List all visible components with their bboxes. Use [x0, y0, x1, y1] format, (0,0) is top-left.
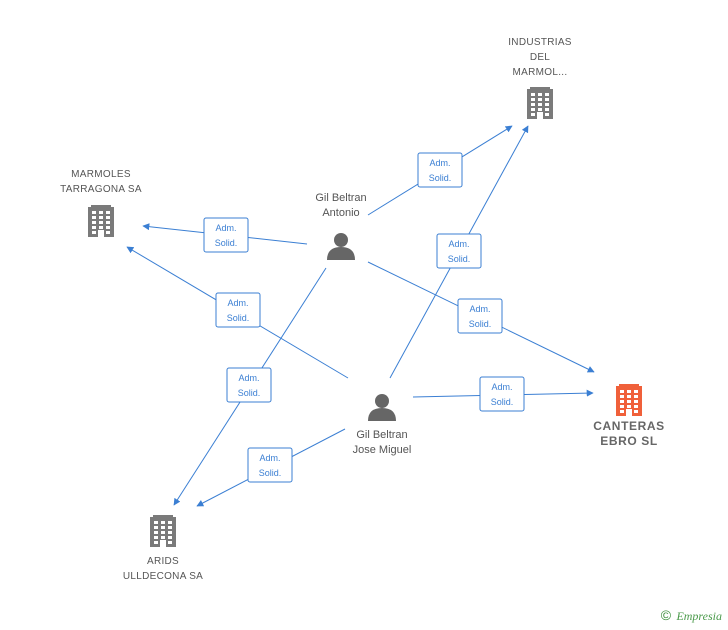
node-label-marmoles: TARRAGONA SA	[60, 184, 142, 195]
edge-josemiguel-to-marmoles: Adm. Solid.	[126, 246, 349, 379]
node-industrias[interactable]: INDUSTRIAS DEL MARMOL...	[508, 37, 572, 119]
role-badge-text: Solid.	[215, 238, 238, 248]
node-label-canteras: CANTERAS	[593, 419, 664, 433]
edges-layer: Adm. Solid. Adm. Solid. Adm. Solid. Adm. Solid.…	[126, 125, 595, 507]
role-badge-text: Solid.	[469, 319, 492, 329]
role-badge-box	[457, 298, 503, 334]
edge-antonio-to-canteras: Adm. Solid.	[367, 261, 595, 373]
edge-josemiguel-to-industrias: Adm. Solid.	[389, 125, 529, 379]
node-label-marmoles: MARMOLES	[71, 169, 131, 180]
node-label-antonio: Gil Beltran	[315, 192, 366, 204]
role-badge[interactable]: Adm. Solid.	[203, 217, 249, 253]
role-badge-box	[226, 367, 272, 403]
role-badge-text: Adm.	[227, 298, 248, 308]
brand-logo[interactable]: Empresia	[676, 609, 722, 623]
role-badge-text: Solid.	[238, 388, 261, 398]
building-icon	[150, 515, 176, 547]
building-icon	[527, 87, 553, 119]
copyright-icon: ©	[660, 607, 672, 623]
role-badge-box	[436, 233, 482, 269]
building-icon	[88, 205, 114, 237]
person-icon	[327, 233, 355, 260]
role-badge-text: Adm.	[429, 158, 450, 168]
node-label-arids: ARIDS	[147, 556, 179, 567]
role-badge-box	[203, 217, 249, 253]
node-label-industrias: DEL	[530, 52, 550, 63]
node-label-industrias: INDUSTRIAS	[508, 37, 572, 48]
role-badge-text: Solid.	[491, 397, 514, 407]
node-arids[interactable]: ARIDS ULLDECONA SA	[123, 515, 203, 582]
role-badge[interactable]: Adm. Solid.	[436, 233, 482, 269]
node-label-canteras: EBRO SL	[600, 434, 658, 448]
building-icon	[616, 384, 642, 416]
nodes-layer: INDUSTRIAS DEL MARMOL... MARMOLES TARRAGONA …	[60, 37, 664, 582]
role-badge-text: Adm.	[238, 373, 259, 383]
role-badge[interactable]: Adm. Solid.	[226, 367, 272, 403]
role-badge[interactable]: Adm. Solid.	[417, 152, 463, 188]
edge-josemiguel-to-canteras: Adm. Solid.	[412, 376, 594, 412]
node-label-arids: ULLDECONA SA	[123, 571, 203, 582]
role-badge-text: Adm.	[491, 382, 512, 392]
role-badge-text: Solid.	[259, 468, 282, 478]
copyright: © Empresia	[661, 607, 722, 624]
role-badge-text: Solid.	[429, 173, 452, 183]
edge-antonio-to-industrias: Adm. Solid.	[367, 125, 513, 216]
node-label-industrias: MARMOL...	[513, 67, 568, 78]
node-label-josemiguel: Jose Miguel	[353, 444, 412, 456]
role-badge-box	[417, 152, 463, 188]
role-badge-box	[247, 447, 293, 483]
edge-antonio-to-marmoles: Adm. Solid.	[142, 217, 308, 253]
node-marmoles[interactable]: MARMOLES TARRAGONA SA	[60, 169, 142, 237]
role-badge[interactable]: Adm. Solid.	[479, 376, 525, 412]
role-badge-text: Adm.	[469, 304, 490, 314]
role-badge-text: Solid.	[227, 313, 250, 323]
role-badge-box	[479, 376, 525, 412]
person-icon	[368, 394, 396, 421]
role-badge[interactable]: Adm. Solid.	[247, 447, 293, 483]
role-badge-text: Adm.	[259, 453, 280, 463]
node-label-antonio: Antonio	[322, 207, 359, 219]
role-badge[interactable]: Adm. Solid.	[457, 298, 503, 334]
role-badge-text: Adm.	[215, 223, 236, 233]
node-label-josemiguel: Gil Beltran	[356, 429, 407, 441]
edge-antonio-to-arids: Adm. Solid.	[173, 267, 327, 506]
role-badge[interactable]: Adm. Solid.	[215, 292, 261, 328]
role-badge-box	[215, 292, 261, 328]
role-badge-text: Adm.	[448, 239, 469, 249]
role-badge-text: Solid.	[448, 254, 471, 264]
edge-josemiguel-to-arids: Adm. Solid.	[196, 428, 346, 507]
